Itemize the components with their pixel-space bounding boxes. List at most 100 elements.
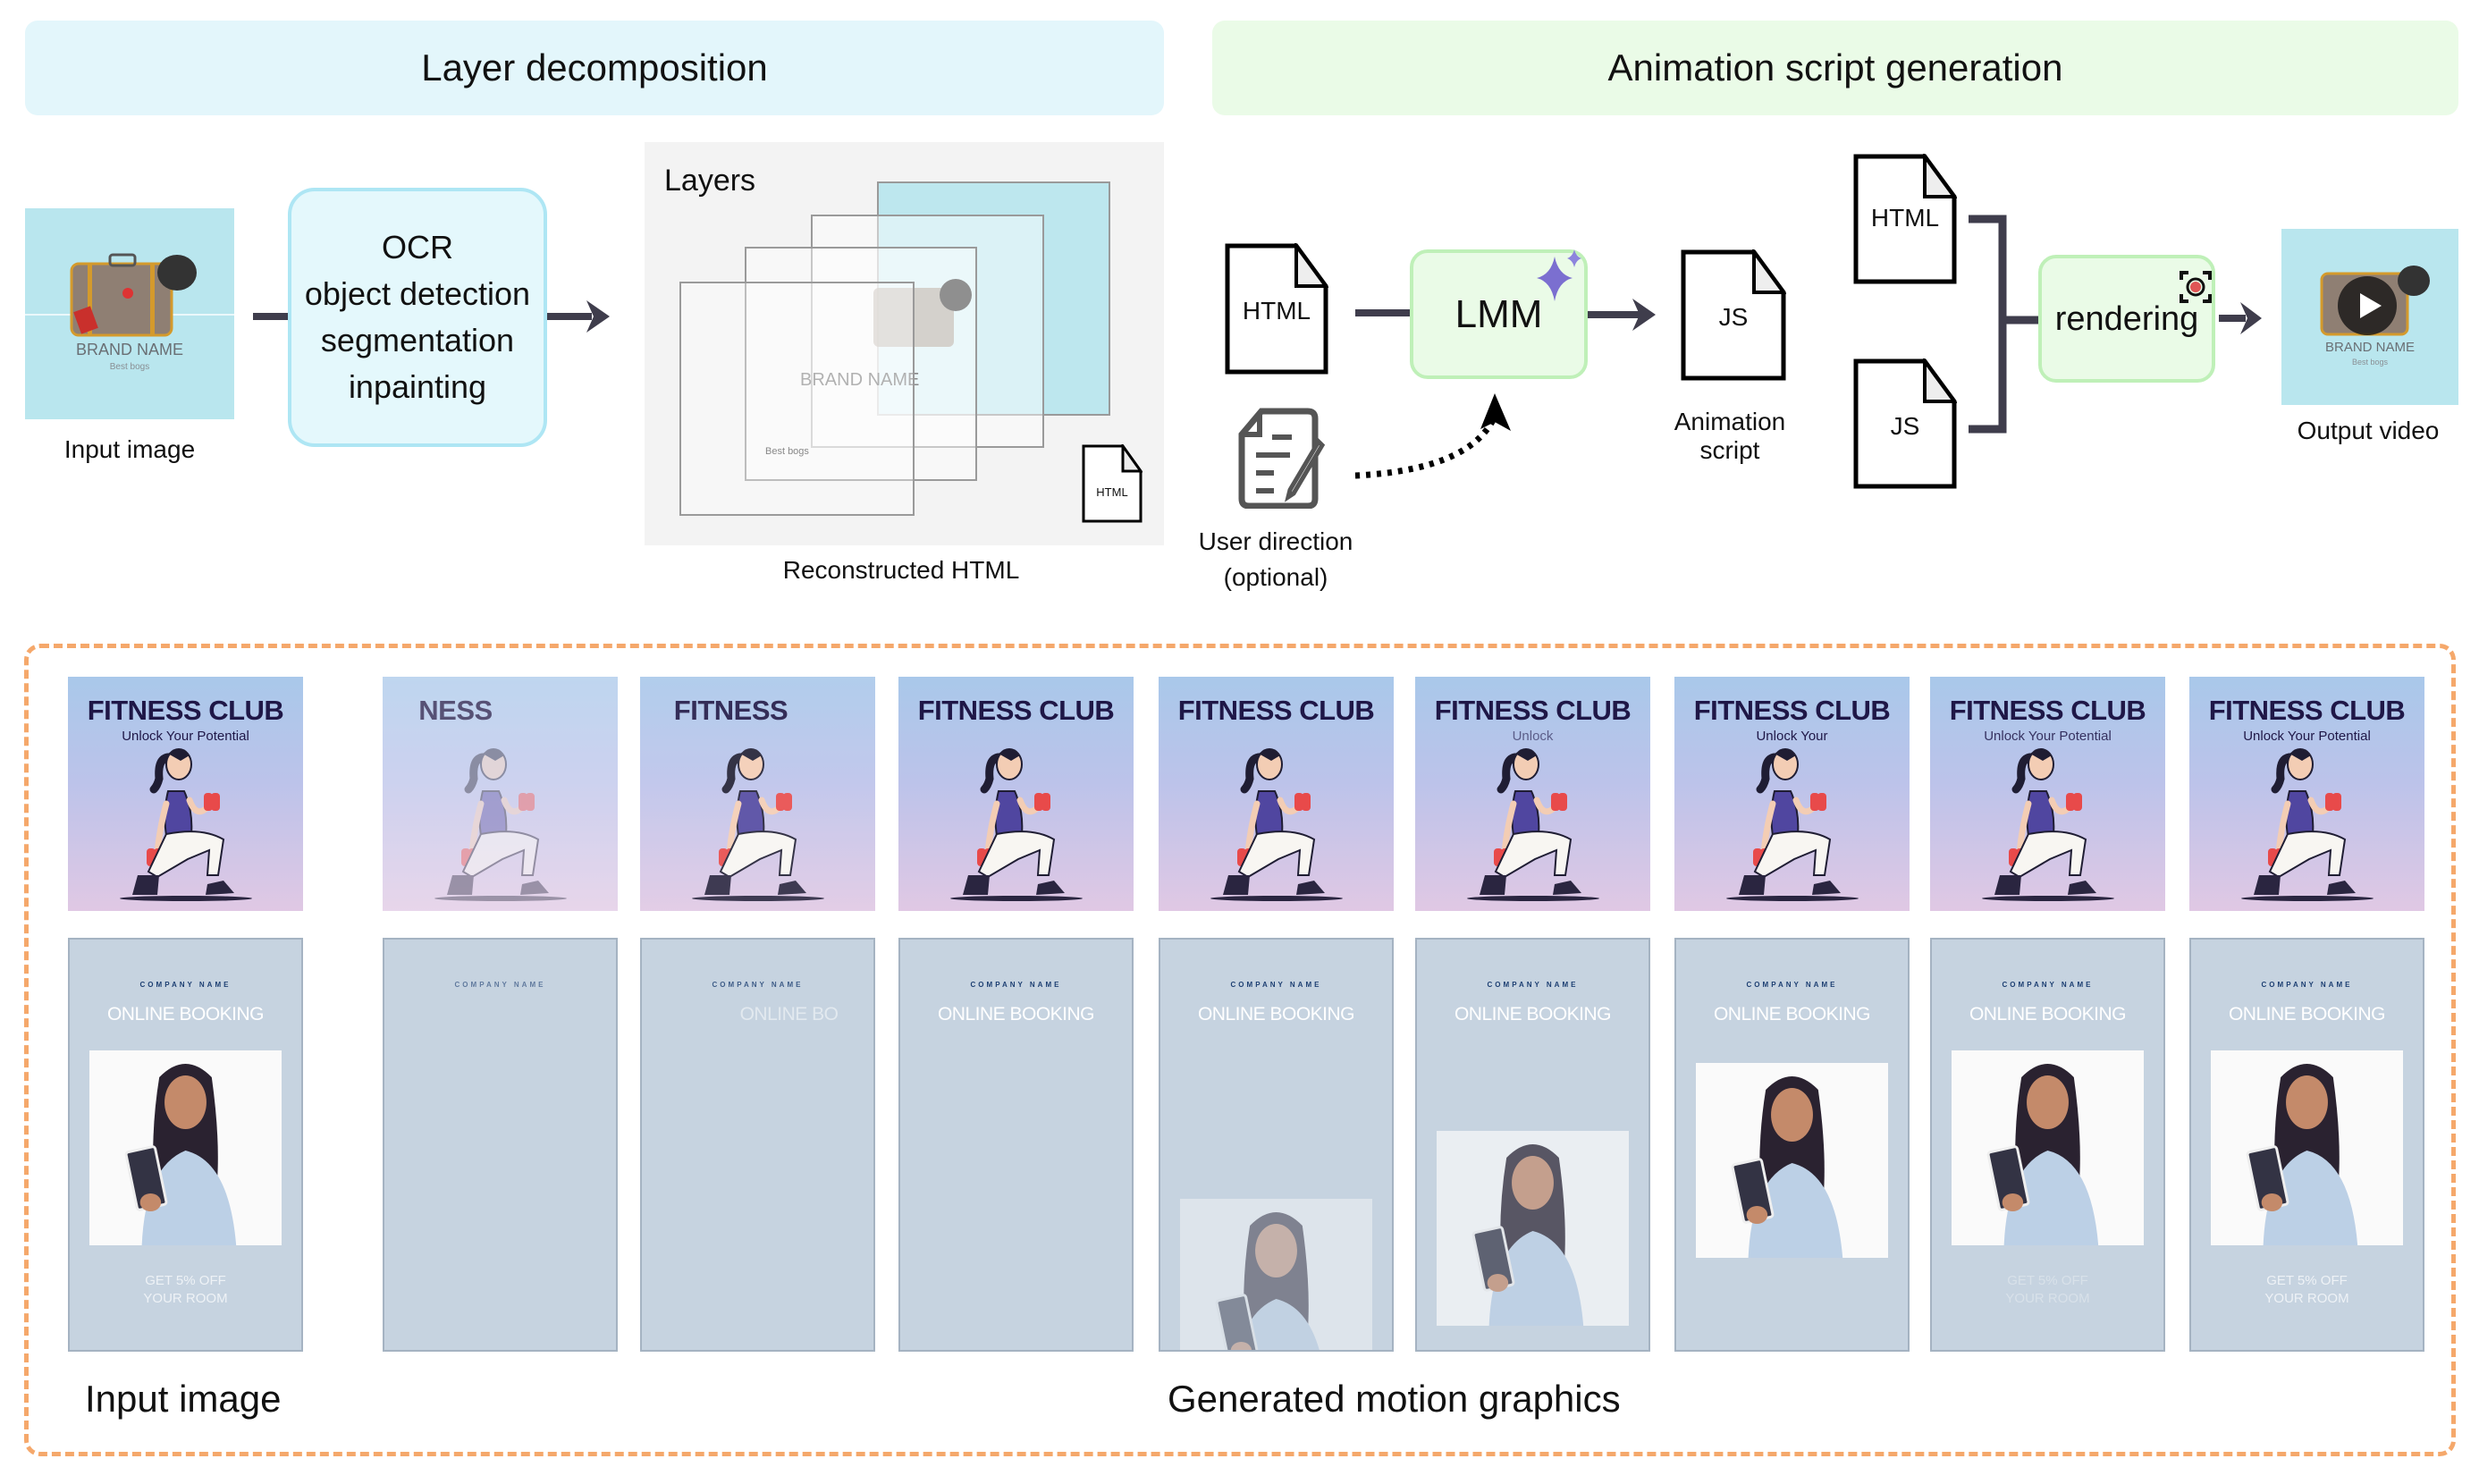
tagline-text: Best bogs bbox=[765, 446, 809, 457]
animation-script-banner: Animation script generation bbox=[1212, 21, 2458, 115]
banner-title: Animation script generation bbox=[1607, 46, 2063, 89]
woman-lunge-illustration bbox=[1467, 748, 1599, 901]
fitness-frame[interactable]: FITNESS CLUB Unlock Your Potential bbox=[2189, 677, 2424, 911]
optional-label: (optional) bbox=[1223, 563, 1328, 591]
booking-frame[interactable]: COMPANY NAME ONLINE BOOKING bbox=[1415, 938, 1650, 1352]
layers-title: Layers bbox=[664, 164, 756, 198]
step-segmentation: segmentation bbox=[320, 322, 515, 358]
tagline-text: Best bogs bbox=[2351, 358, 2389, 367]
frame-subtitle: Unlock Your Potential bbox=[2243, 729, 2371, 744]
frame-subtitle: Unlock Your Potential bbox=[122, 729, 249, 744]
woman-with-tablet-photo bbox=[1952, 1050, 2144, 1245]
lmm-label: LMM bbox=[1455, 291, 1543, 336]
step-object-detection: object detection bbox=[304, 275, 531, 312]
photo-box bbox=[1952, 1050, 2144, 1245]
frame-title: FITNESS CLUB bbox=[1434, 695, 1632, 726]
booking-frame[interactable]: COMPANY NAME ONLINE BOOKING bbox=[1159, 938, 1394, 1352]
input-image-label: Input image bbox=[85, 1378, 282, 1420]
woman-lunge-illustration bbox=[692, 748, 824, 901]
document-edit-icon bbox=[1236, 408, 1328, 510]
company-name-text: COMPANY NAME bbox=[1230, 981, 1322, 989]
company-name-text: COMPANY NAME bbox=[2261, 981, 2353, 989]
fitness-frame[interactable]: FITNESS CLUB bbox=[1159, 677, 1394, 911]
frame-subtitle: Unlock Your Potential bbox=[1984, 729, 2112, 744]
layer-decomposition-banner: Layer decomposition bbox=[25, 21, 1164, 115]
html-file-icon: HTML bbox=[1082, 444, 1143, 523]
fitness-frame[interactable]: FITNESS CLUB Unlock Your Potential bbox=[68, 677, 303, 911]
frame-subtitle: Unlock bbox=[1512, 729, 1554, 744]
step-ocr: OCR bbox=[382, 229, 453, 266]
frame-title: FITNESS CLUB bbox=[87, 695, 284, 726]
record-icon bbox=[2180, 271, 2212, 303]
company-name-text: COMPANY NAME bbox=[139, 981, 232, 989]
woman-with-tablet-photo bbox=[1180, 1199, 1372, 1350]
offer-line-2: YOUR ROOM bbox=[143, 1291, 228, 1306]
doc-label: HTML bbox=[1242, 297, 1311, 325]
company-name-text: COMPANY NAME bbox=[1746, 981, 1838, 989]
user-direction-label: User direction bbox=[1198, 527, 1353, 555]
woman-lunge-illustration bbox=[1726, 748, 1859, 901]
connector-line bbox=[253, 313, 289, 320]
fitness-frame[interactable]: FITNESS CLUB Unlock bbox=[1415, 677, 1650, 911]
output-video-thumbnail[interactable]: BRAND NAME Best bogs bbox=[2281, 229, 2458, 405]
company-name-text: COMPANY NAME bbox=[970, 981, 1062, 989]
fitness-frame[interactable]: FITNESS CLUB Unlock Your bbox=[1674, 677, 1910, 911]
frame-subtitle: Unlock Your bbox=[1756, 729, 1828, 744]
online-booking-heading: ONLINE BOOKING bbox=[1713, 1004, 1871, 1024]
company-name-text: COMPANY NAME bbox=[1487, 981, 1579, 989]
booking-frame[interactable]: COMPANY NAME ONLINE BOOKING bbox=[1674, 938, 1910, 1352]
doc-label: JS bbox=[1718, 303, 1749, 331]
photo-box bbox=[89, 1050, 282, 1245]
suitcase-illustration bbox=[25, 253, 234, 337]
lmm-box: LMM bbox=[1410, 249, 1588, 379]
animation-script-label: Animation bbox=[1674, 408, 1786, 435]
layer-brand-text: BRAND NAME bbox=[745, 247, 977, 481]
js-file-icon: JS bbox=[1681, 249, 1786, 381]
fitness-frame[interactable]: FITNESS CLUB bbox=[898, 677, 1134, 911]
photo-box bbox=[1696, 1063, 1888, 1258]
generated-motion-graphics-label: Generated motion graphics bbox=[1168, 1378, 1621, 1420]
online-booking-heading: ONLINE BOOKING bbox=[2228, 1004, 2386, 1024]
brand-name-text: BRAND NAME bbox=[2324, 340, 2415, 355]
examples-region bbox=[24, 644, 2456, 1456]
fitness-frame[interactable]: FITNESS bbox=[640, 677, 875, 911]
woman-lunge-illustration bbox=[120, 748, 252, 901]
rendering-box: rendering bbox=[2038, 255, 2215, 383]
offer-line-2: YOUR ROOM bbox=[2005, 1291, 2090, 1306]
play-icon[interactable] bbox=[2337, 275, 2398, 336]
company-name-text: COMPANY NAME bbox=[712, 981, 804, 989]
woman-lunge-illustration bbox=[1210, 748, 1343, 901]
arrow-right-icon bbox=[1588, 299, 1656, 331]
step-inpainting: inpainting bbox=[348, 368, 487, 405]
frame-title: FITNESS CLUB bbox=[1693, 695, 1891, 726]
woman-with-tablet-photo bbox=[89, 1050, 282, 1245]
input-image-label: Input image bbox=[63, 435, 196, 463]
frame-title: FITNESS CLUB bbox=[1177, 695, 1375, 726]
company-name-text: COMPANY NAME bbox=[454, 981, 546, 989]
brand-name-text: BRAND NAME bbox=[75, 341, 183, 358]
tagline-text: Best bogs bbox=[109, 362, 150, 372]
arrow-right-icon bbox=[2219, 302, 2262, 334]
booking-frame[interactable]: COMPANY NAME bbox=[383, 938, 618, 1352]
frame-title: FITNESS CLUB bbox=[2208, 695, 2406, 726]
doc-label: JS bbox=[1890, 412, 1920, 440]
rendering-label: rendering bbox=[2054, 299, 2199, 338]
layer-tagline-text: Best bogs bbox=[679, 282, 915, 516]
online-booking-heading: ONLINE BOOKING bbox=[1454, 1004, 1612, 1024]
online-booking-heading: ONLINE BOOKING bbox=[1969, 1004, 2127, 1024]
output-video-label: Output video bbox=[2297, 417, 2440, 444]
fitness-frame[interactable]: NESS bbox=[383, 677, 618, 911]
frame-title: NESS bbox=[418, 695, 493, 726]
offer-line-2: YOUR ROOM bbox=[2264, 1291, 2349, 1306]
online-booking-heading: ONLINE BOOKING bbox=[1197, 1004, 1355, 1024]
woman-lunge-illustration bbox=[434, 748, 567, 901]
connector-line bbox=[1355, 309, 1411, 316]
